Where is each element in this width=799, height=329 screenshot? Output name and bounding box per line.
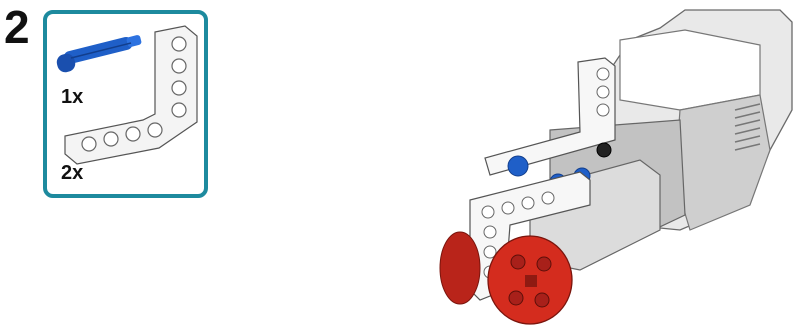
parts-illustration [56,25,198,165]
assembly-model [439,9,793,325]
step-number: 2 [4,1,30,53]
blue-axle-pin-icon [56,35,142,73]
upper-l-beam-icon [484,57,616,176]
parts-list-panel: 1x 2x [43,10,208,198]
white-l-beam-icon [64,25,198,165]
sensor-body-icon [529,9,793,271]
quantity-label-beam: 2x [61,162,84,184]
quantity-label-pin: 1x [61,86,84,108]
red-wheel-icon [439,231,573,325]
